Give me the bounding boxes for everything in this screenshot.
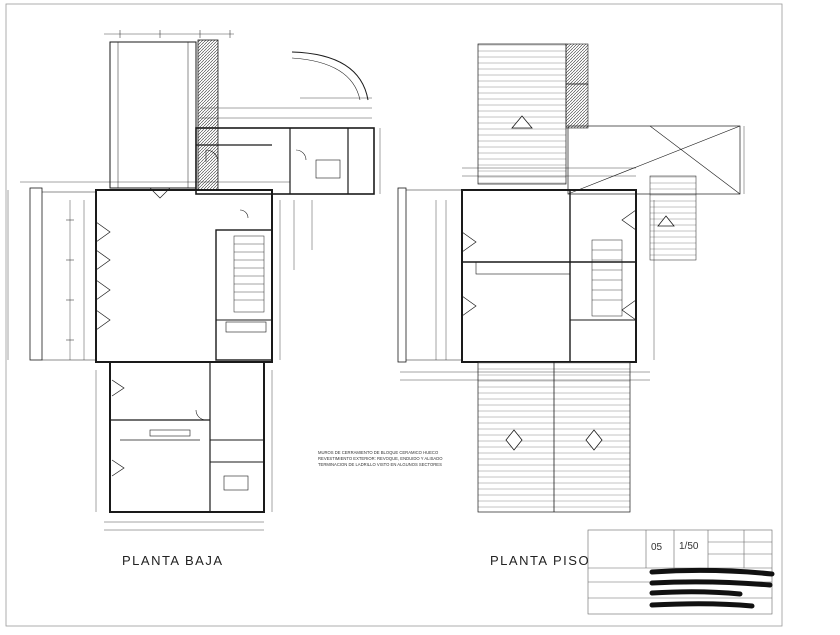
note-line-3: TERMINACION DE LADRILLO VISTO EN ALGUNOS… bbox=[318, 462, 442, 467]
note-line-1: MUROS DE CERRAMIENTO DE BLOQUE CERAMICO … bbox=[318, 450, 439, 455]
door-swing-icon bbox=[195, 149, 307, 421]
ground-floor-plan bbox=[7, 30, 381, 531]
upper-floor-plan bbox=[397, 43, 745, 513]
redaction-marks bbox=[649, 567, 775, 609]
sheet-number: 05 bbox=[651, 542, 663, 553]
north-arrow-icon bbox=[505, 115, 675, 451]
note-line-2: REVESTIMIENTO EXTERIOR: REVOQUE, ENDUIDO… bbox=[318, 456, 443, 461]
drawing-scale: 1/50 bbox=[679, 541, 699, 552]
ground-floor-label: PLANTA BAJA bbox=[122, 553, 224, 568]
upper-floor-label: PLANTA PISO bbox=[490, 553, 591, 568]
